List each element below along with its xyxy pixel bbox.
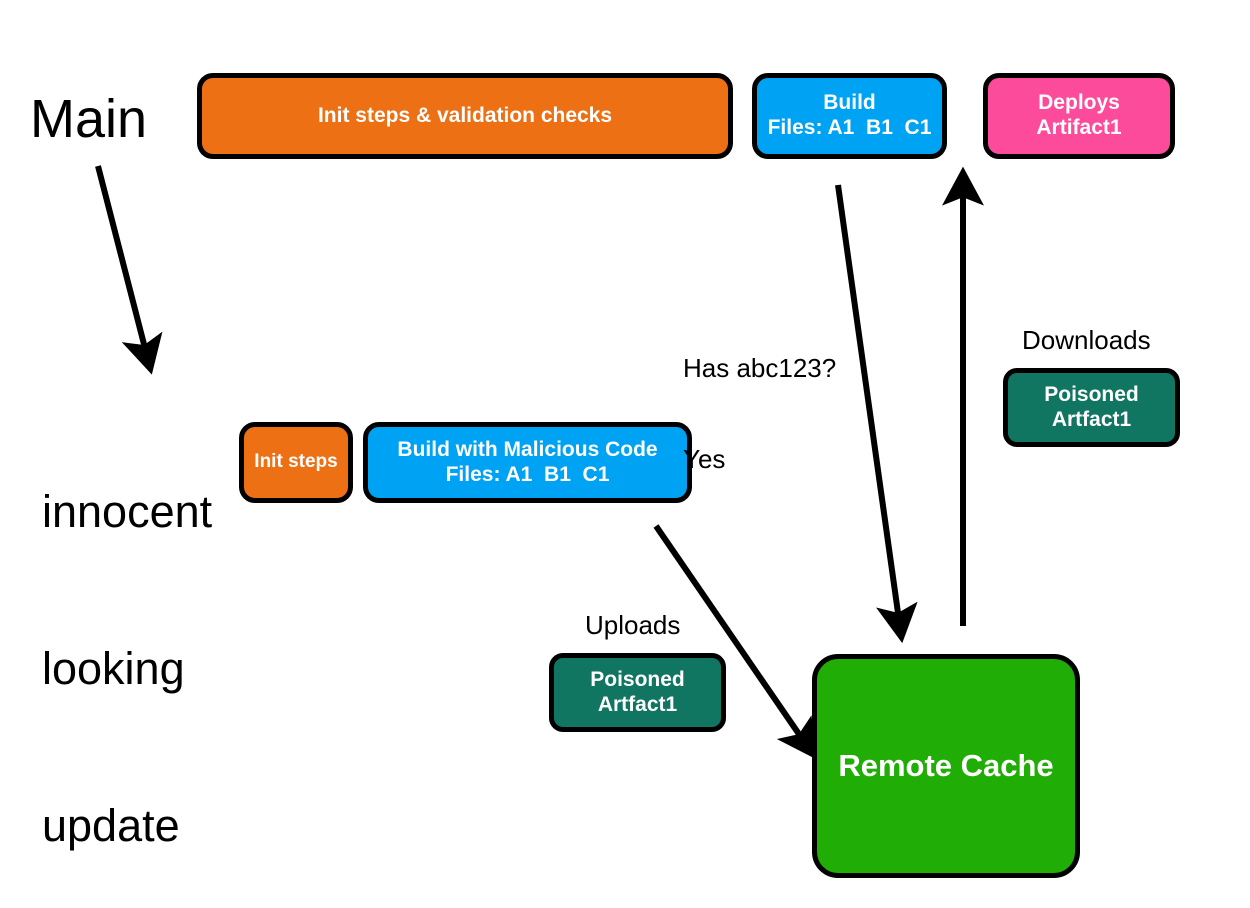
edge-label-cache-query-line2: Yes — [683, 443, 726, 474]
edge-label-downloads: Downloads — [1022, 325, 1151, 355]
edge-label-cache-query-line1: Has abc123? — [683, 353, 837, 384]
node-remote-cache[interactable]: Remote Cache — [812, 654, 1080, 878]
node-init-steps-validation-label: Init steps & validation checks — [317, 103, 613, 127]
node-init-steps-validation[interactable]: Init steps & validation checks — [197, 73, 733, 159]
branch-label-feature-line1: innocent — [42, 486, 213, 538]
node-poisoned-artifact-upload-line1: Poisoned — [590, 667, 685, 691]
node-deploys-artifact-name: Artifact1 — [1036, 116, 1122, 139]
branch-label-feature-line3: update — [42, 799, 180, 851]
arrow-main-to-branch — [95, 165, 163, 375]
node-init-steps-branch[interactable]: Init steps — [239, 422, 353, 503]
node-build-malicious-files: Files: A1 B1 C1 — [445, 462, 610, 486]
node-poisoned-artifact-upload[interactable]: Poisoned Artfact1 — [549, 653, 726, 732]
node-deploys-artifact[interactable]: Deploys Artifact1 — [983, 73, 1175, 159]
edge-label-uploads: Uploads — [585, 610, 681, 640]
node-poisoned-artifact-download-line2: Artfact1 — [1051, 407, 1132, 431]
node-build-main-files: Files: A1 B1 C1 — [767, 116, 932, 139]
node-build-malicious[interactable]: Build with Malicious Code Files: A1 B1 C… — [363, 422, 692, 503]
node-remote-cache-label: Remote Cache — [838, 747, 1054, 783]
branch-label-main: Main — [30, 89, 148, 149]
node-build-malicious-title: Build with Malicious Code — [397, 437, 658, 461]
arrow-build-main-to-cache — [835, 184, 918, 644]
node-build-main-title: Build — [823, 91, 876, 115]
node-poisoned-artifact-upload-line2: Artfact1 — [597, 692, 678, 716]
edge-label-cache-query: Has abc123? Yes — [683, 293, 836, 534]
branch-label-feature: innocent looking update — [42, 382, 212, 908]
node-deploys-title: Deploys — [1038, 91, 1120, 115]
node-build-main[interactable]: Build Files: A1 B1 C1 — [752, 73, 947, 159]
node-poisoned-artifact-download-line1: Poisoned — [1044, 382, 1139, 406]
branch-label-feature-line2: looking — [42, 642, 185, 694]
node-poisoned-artifact-download[interactable]: Poisoned Artfact1 — [1003, 368, 1180, 447]
node-init-steps-branch-label: Init steps — [254, 451, 338, 473]
